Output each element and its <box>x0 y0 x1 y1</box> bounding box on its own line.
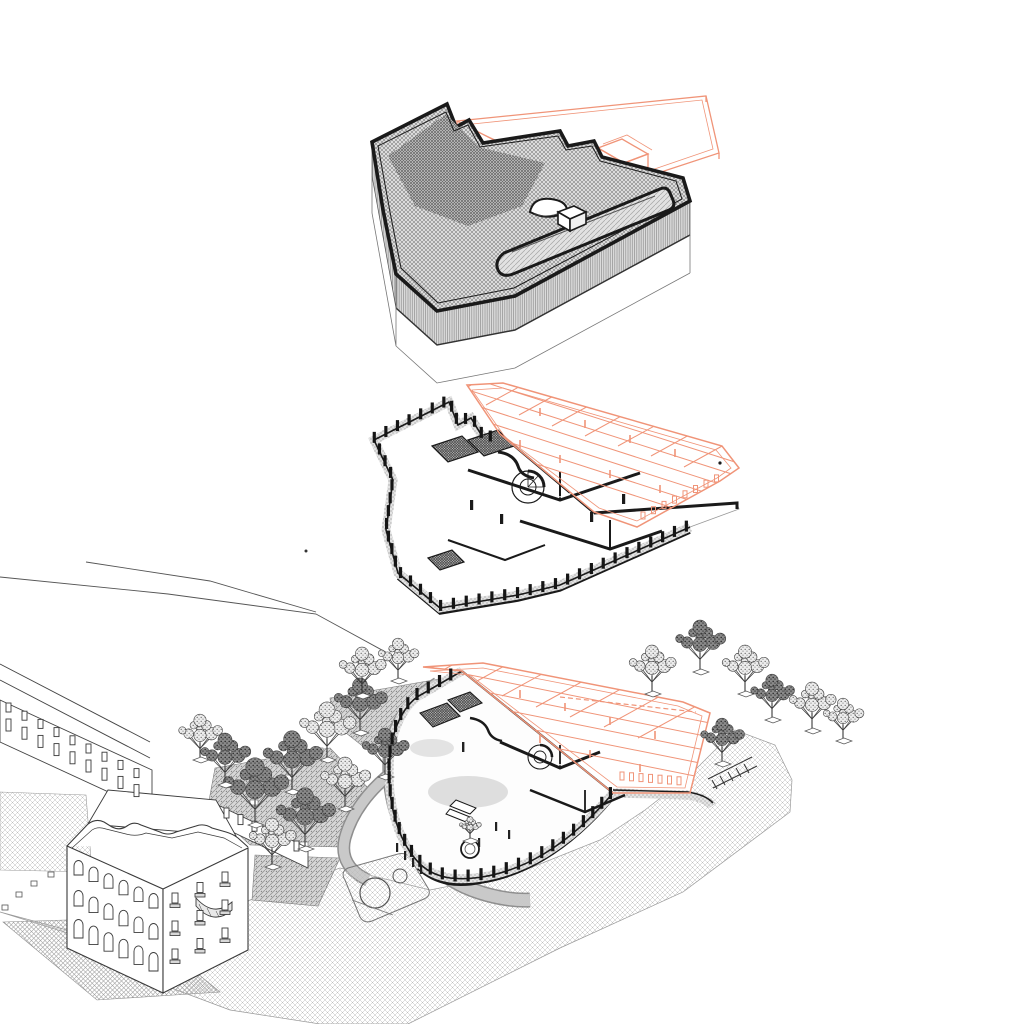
tree-groups <box>178 619 865 871</box>
retaining-band <box>612 788 716 809</box>
courtyard-posts <box>462 742 511 847</box>
tree <box>459 816 482 845</box>
tree <box>750 673 795 724</box>
tree <box>721 644 770 698</box>
tree <box>320 756 372 813</box>
site-level-group <box>0 474 865 1024</box>
stray-dot <box>304 549 308 553</box>
tree <box>361 727 410 781</box>
tree <box>333 677 388 737</box>
roof-band-base-line <box>395 234 691 346</box>
floor-casework-blocks <box>426 429 516 571</box>
slab-tip-dot <box>718 461 722 465</box>
tree <box>222 757 290 829</box>
tree <box>675 619 727 676</box>
tree <box>788 681 837 735</box>
tree <box>178 713 223 764</box>
tree <box>200 732 252 789</box>
adjacent-floor-wall-ticks <box>519 408 676 493</box>
roof-parapet-inner-line <box>377 111 683 304</box>
tree <box>822 697 865 745</box>
tree <box>377 637 420 685</box>
spiral-ramp <box>511 469 546 504</box>
roof-dark-patch <box>388 114 545 226</box>
floor-level-group <box>368 382 741 615</box>
tree <box>628 644 677 698</box>
hill-contour-lines <box>0 561 403 662</box>
adjacent-ground-wall-ticks <box>519 690 656 772</box>
rooftop-box <box>556 205 588 233</box>
ground-spiral-ramp <box>527 743 554 770</box>
retaining-cap <box>612 789 714 804</box>
tree <box>299 701 357 764</box>
tree <box>700 717 745 768</box>
tree <box>338 646 387 700</box>
roof-level-group <box>370 95 720 384</box>
playground <box>342 853 430 923</box>
bollard-row <box>1 871 55 911</box>
floor-slab <box>373 401 740 609</box>
tree <box>262 730 323 796</box>
adjacent-ground-zone <box>423 663 710 793</box>
external-stair <box>707 756 758 790</box>
wall-pillars <box>387 668 613 882</box>
tree <box>248 817 297 871</box>
floor-slab-edge <box>593 501 739 515</box>
wall-pillars <box>372 396 688 611</box>
floor-partitions <box>447 450 663 562</box>
tree <box>275 787 336 853</box>
ground-interior <box>410 691 626 859</box>
playground-circle-small <box>392 868 408 884</box>
floor-interior-pillars <box>470 494 626 524</box>
context-building-windows <box>5 474 719 972</box>
path-bollards <box>396 843 423 874</box>
lower-volume-ghost <box>371 176 691 384</box>
